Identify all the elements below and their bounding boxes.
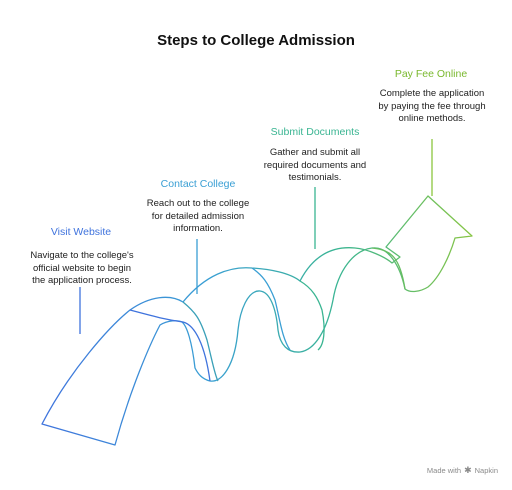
ribbon-arrow-outline xyxy=(41,195,473,446)
credit-brand: Napkin xyxy=(474,466,498,475)
ribbon-fold-5 xyxy=(251,267,291,351)
step-1-title: Visit Website xyxy=(50,226,112,238)
diagram-title: Steps to College Admission xyxy=(157,32,355,49)
step-2-title: Contact College xyxy=(160,178,236,190)
made-with-napkin-credit[interactable]: Made with ✱ Napkin xyxy=(427,465,498,476)
step-3-description: Gather and submit all required documents… xyxy=(263,147,367,183)
step-4-title: Pay Fee Online xyxy=(394,68,468,80)
step-1-description: Navigate to the college's official websi… xyxy=(30,250,134,286)
step-2-description: Reach out to the college for detailed ad… xyxy=(146,198,250,234)
ribbon-fold-1 xyxy=(129,309,211,382)
ribbon-fold-3 xyxy=(299,280,325,351)
ribbon-fold-4 xyxy=(371,247,406,290)
ribbon-fold-2 xyxy=(182,301,219,382)
step-3-title: Submit Documents xyxy=(270,126,360,138)
credit-text: Made with xyxy=(426,466,462,475)
step-4-description: Complete the application by paying the f… xyxy=(378,88,486,124)
napkin-logo-icon: ✱ xyxy=(464,465,472,475)
